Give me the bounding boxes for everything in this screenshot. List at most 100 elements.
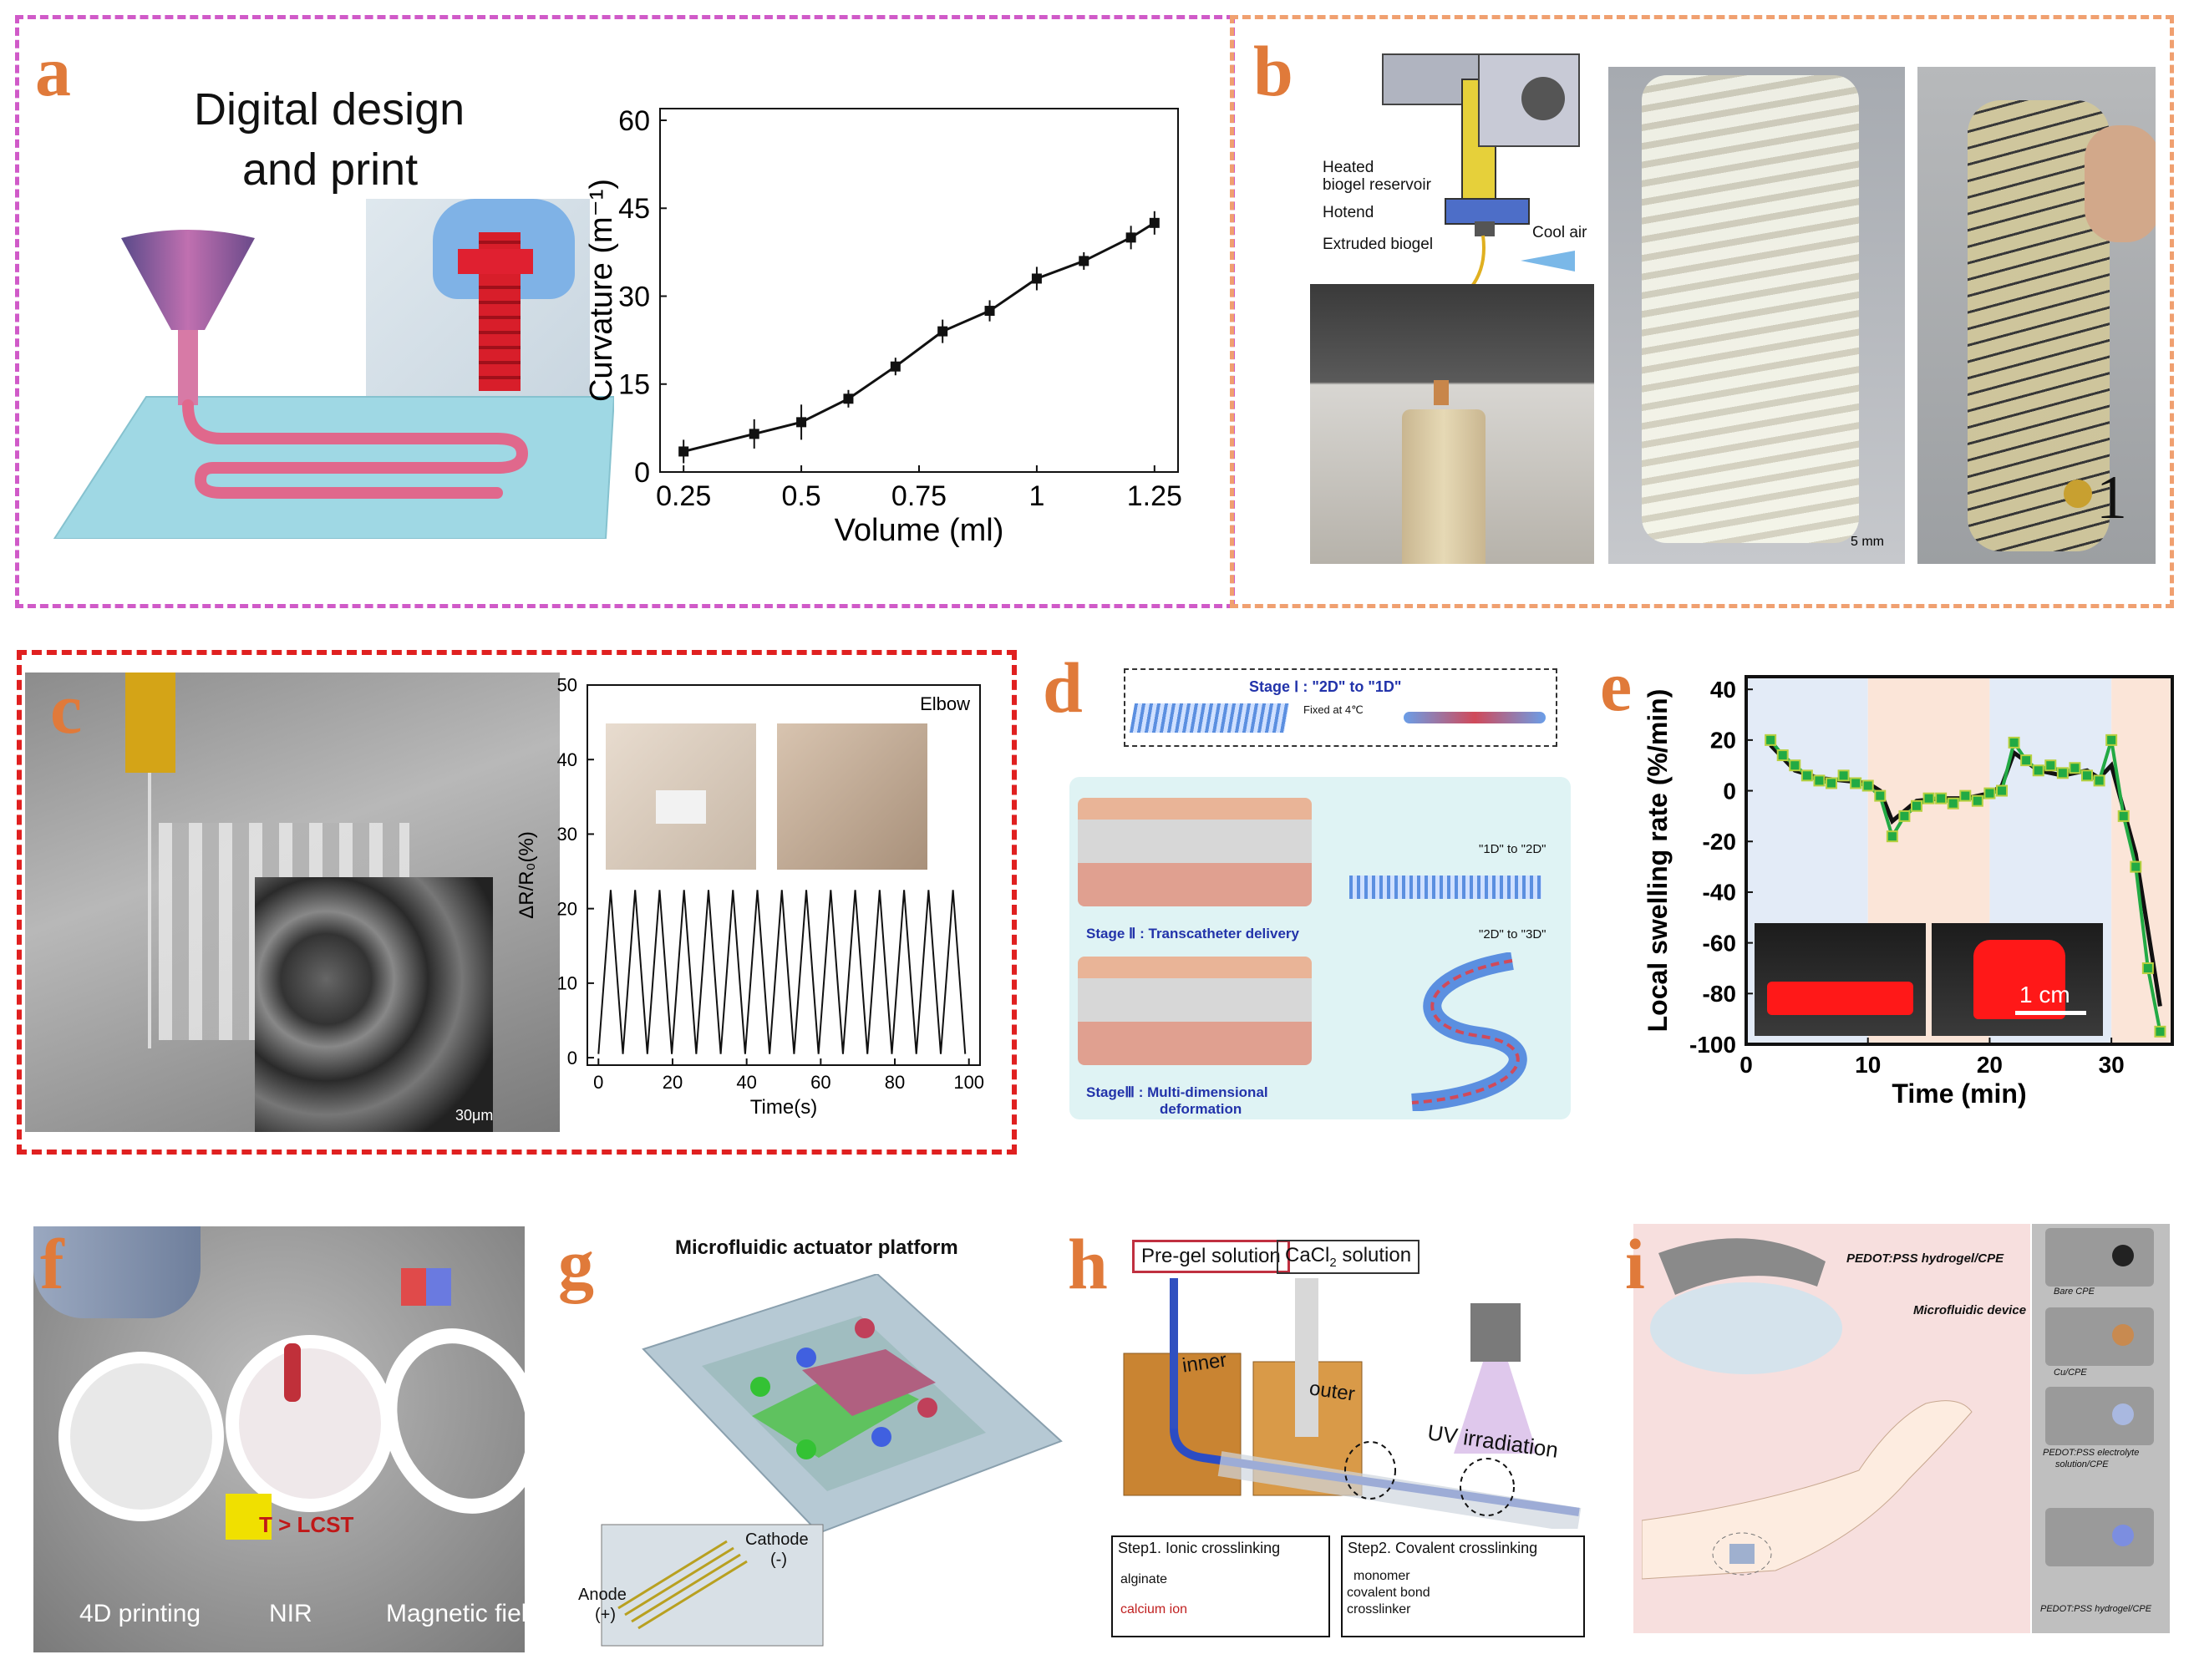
panel-b-label: b [1253, 31, 1293, 111]
panel-b-frame [1230, 15, 2174, 608]
micro-label: Microfluidic device [1913, 1303, 2027, 1317]
strip-electrode-1 [2045, 1228, 2154, 1287]
y-tick-label: 0 [567, 1048, 577, 1068]
data-point [1861, 779, 1874, 792]
y-tick-label: -100 [1689, 1032, 1736, 1058]
data-point [2069, 762, 2081, 774]
monomer-label: monomer [1353, 1569, 1410, 1583]
elbow-photo-1 [606, 723, 756, 870]
plot-frame [587, 684, 981, 1066]
x-tick-label: 0 [593, 1072, 603, 1093]
cathode-label: Cathode [745, 1530, 809, 1549]
crosslinker-label: crosslinker [1347, 1602, 1411, 1617]
strip-label-cu: Cu/CPE [2054, 1368, 2087, 1378]
label-biogel-reservoir: biogel reservoir [1323, 176, 1431, 194]
data-point [2154, 1025, 2166, 1038]
x-axis-label: Volume (ml) [835, 513, 1004, 548]
data-point [1826, 777, 1837, 789]
panel-b-index: 1 [2096, 464, 2127, 532]
data-point [2008, 736, 2020, 749]
data-point [2105, 733, 2118, 746]
strip-electrode-2 [2045, 1307, 2154, 1366]
caption-4d: 4D printing [79, 1600, 201, 1627]
y-tick-label: 0 [1723, 778, 1736, 804]
strip-electrode-3 [2045, 1387, 2154, 1445]
pregel-box: Pre-gel solution [1132, 1240, 1290, 1273]
data-point [843, 393, 854, 404]
data-point [1898, 810, 1911, 822]
mesh-rolled [1404, 712, 1546, 723]
panel-a-title-2: and print [242, 145, 419, 195]
stage2-label: Stage Ⅱ : Transcatheter delivery [1086, 926, 1299, 942]
mesh-flat [1129, 703, 1290, 733]
data-point [2044, 759, 2057, 772]
data-point [1789, 759, 1801, 772]
panel-g-title: Microfluidic actuator platform [675, 1236, 958, 1259]
data-point [1959, 789, 1972, 802]
calcium-label: calcium ion [1120, 1602, 1188, 1617]
sem-inset: 30μm [255, 877, 493, 1132]
y-tick-label: 50 [557, 675, 577, 696]
x-axis-label: Time(s) [750, 1096, 817, 1119]
panel-a-title-1: Digital design [194, 84, 465, 135]
tube-photo: 5 mm [1608, 67, 1905, 564]
strip-label-sol-2: solution/CPE [2055, 1459, 2109, 1469]
elbow-photo-2 [777, 723, 927, 870]
y-tick-label: 45 [618, 193, 650, 225]
alginate-label: alginate [1120, 1572, 1168, 1586]
caption-nir: NIR [269, 1600, 312, 1627]
data-point [678, 446, 689, 457]
x-tick-label: 40 [736, 1072, 756, 1093]
strip-label-bare: Bare CPE [2054, 1287, 2095, 1297]
gel-photo-1 [1755, 923, 1926, 1036]
microfluidic-chip [601, 1274, 1063, 1647]
y-tick-label: 20 [1710, 728, 1736, 754]
stage1-label: Stage Ⅰ : "2D" to "1D" [1249, 678, 1402, 695]
mesh-2d [1349, 876, 1541, 899]
data-point [1125, 232, 1136, 243]
y-tick-label: -40 [1703, 880, 1736, 906]
data-point [2056, 767, 2069, 779]
data-point [796, 417, 807, 428]
x-tick-label: 80 [885, 1072, 905, 1093]
cacl2-tail: solution [1336, 1244, 1412, 1266]
data-point [2141, 962, 2154, 974]
data-point [2081, 769, 2093, 782]
x-tick-label: 60 [810, 1072, 830, 1093]
data-point [2093, 774, 2105, 787]
y-axis-label: ΔR/R₀(%) [515, 831, 538, 919]
resistance-signal [597, 890, 967, 1054]
anode-label: Anode [578, 1586, 627, 1604]
y-axis-label: Curvature (m⁻¹) [585, 179, 619, 402]
lcst-label: T > LCST [259, 1512, 354, 1537]
anode-sign: (+) [595, 1606, 616, 1624]
x-tick-label: 30 [2099, 1052, 2125, 1078]
data-point [2020, 754, 2033, 767]
y-tick-label: 15 [618, 369, 650, 401]
plot-frame [659, 108, 1179, 473]
shaded-band [2111, 677, 2172, 1044]
extrusion-photo [1310, 284, 1594, 564]
gel-photo-2: 1 cm [1932, 923, 2103, 1036]
panel-a-label: a [35, 31, 71, 111]
cacl2-text: CaCl [1285, 1244, 1330, 1266]
cacl2-sub: 2 [1329, 1255, 1337, 1270]
strip-label-sol-1: PEDOT:PSS electrolyte [2043, 1448, 2140, 1458]
data-point [890, 361, 901, 372]
s-shape-mesh [1411, 952, 1527, 1111]
label-hotend: Hotend [1323, 204, 1374, 221]
data-point [1886, 830, 1898, 843]
caption-magnetic: Magnetic field [386, 1600, 541, 1627]
stage1-box [1124, 668, 1557, 747]
y-tick-label: 20 [557, 898, 577, 919]
y-tick-label: -20 [1703, 829, 1736, 855]
tissue-block-2 [1078, 957, 1312, 1065]
tissue-block-1 [1078, 798, 1312, 906]
x-tick-label: 1 [1028, 480, 1044, 512]
pedot-label: PEDOT:PSS hydrogel/CPE [1846, 1251, 2004, 1266]
data-point [1911, 799, 1922, 812]
panel-h-label: h [1068, 1224, 1108, 1304]
x-axis-label: Time (min) [1892, 1079, 2026, 1109]
